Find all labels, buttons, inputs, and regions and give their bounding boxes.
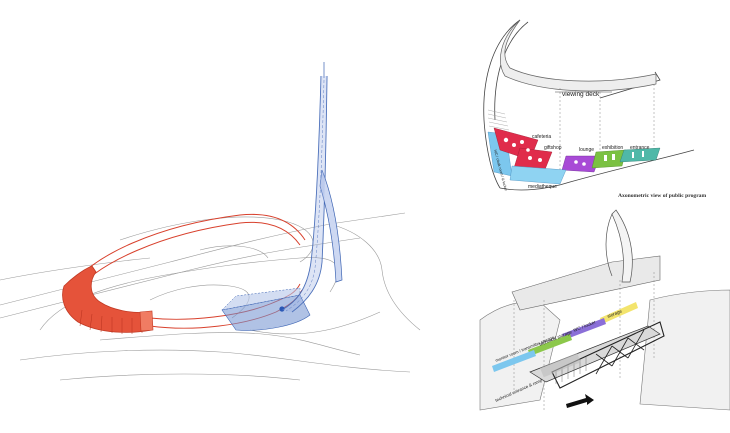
strip-monitor: [492, 350, 536, 372]
label-exhibition: exhibition: [602, 145, 623, 151]
public-program-caption: Axonometric view of public program: [618, 193, 707, 199]
technical-program-view: storage WC / locker technical storage mo…: [479, 209, 730, 411]
label-giftshop: giftshop: [544, 145, 562, 151]
label-entrance: entrance: [630, 145, 650, 151]
truss-hatch-panel: [539, 353, 581, 378]
zone-exhibition: [591, 149, 627, 169]
zone-lounge: [561, 155, 601, 173]
viewing-deck-label: viewing deck: [562, 91, 600, 98]
tower-shaft-left: [281, 75, 322, 311]
arrow-icon: [566, 394, 594, 408]
tech-slab: [511, 255, 661, 311]
label-mediatheque: mediatheque: [528, 184, 557, 190]
tech-tower-fin: [611, 209, 633, 283]
tower-base-plinth: [221, 294, 311, 331]
bridge-end-cap: [139, 310, 154, 332]
tech-terrain-right: [639, 289, 730, 411]
tech-dashed-guides: [513, 272, 655, 410]
tech-tower-shell: [605, 213, 613, 277]
tower-shaft-centre: [285, 79, 325, 312]
label-cafeteria: cafeteria: [532, 134, 551, 140]
zone-mediatheque: [509, 165, 567, 185]
bridge-shell: [62, 265, 153, 333]
public-program-view: viewing deck cafeteria giftshop lounge e…: [483, 19, 695, 192]
strip-storage: [600, 302, 638, 324]
public-stairs: [487, 109, 510, 131]
tower-node: [279, 306, 285, 312]
site-axonometric: [0, 62, 421, 381]
tower-shaft-right: [291, 75, 328, 313]
bridge-upper-rail: [67, 213, 306, 291]
tower-base-top: [221, 287, 301, 311]
strip-technical: [528, 334, 572, 356]
truss-diagonals: [595, 329, 645, 375]
strip-wc-locker: [562, 318, 606, 340]
tower-fin: [319, 169, 343, 283]
program-furniture: [503, 137, 644, 166]
label-storage: storage: [607, 308, 623, 319]
label-lounge: lounge: [579, 147, 594, 153]
tower-fill: [282, 76, 327, 312]
tech-truss: [529, 321, 665, 389]
truss-top: [551, 321, 665, 389]
viewing-deck-band: [500, 19, 657, 92]
red-bridge: [62, 213, 306, 334]
bridge-lower-rail: [71, 221, 301, 297]
blue-tower: [221, 62, 343, 331]
zone-entrance: [619, 147, 661, 163]
